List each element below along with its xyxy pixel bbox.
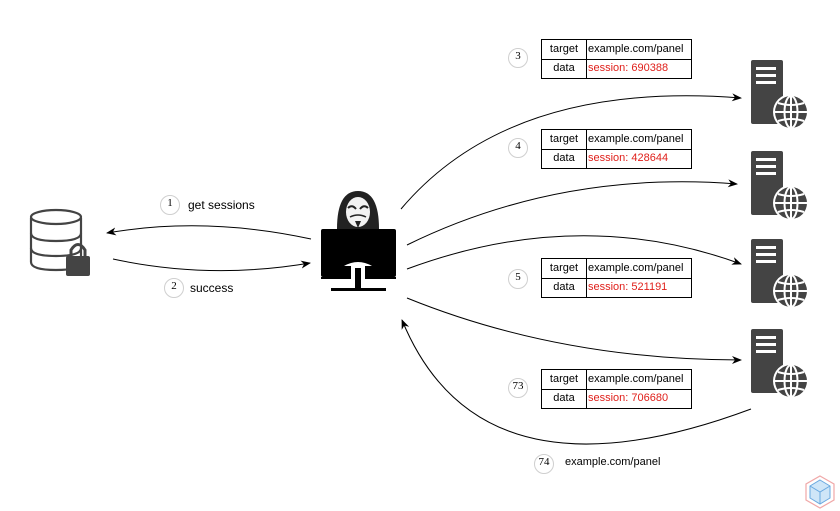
request-box: target example.com/panel data session: 6… (541, 39, 692, 79)
web-server-icon (751, 60, 810, 130)
arrow-get-sessions (106, 225, 312, 240)
arrow-request-73 (406, 297, 742, 364)
step-badge: 4 (508, 138, 528, 158)
step-badge: 5 (508, 269, 528, 289)
step-badge: 1 (160, 195, 180, 215)
arrow-success (112, 258, 311, 272)
request-box: target example.com/panel data session: 5… (541, 258, 692, 298)
target-key: target (542, 40, 587, 59)
step-label-response: example.com/panel (565, 456, 661, 468)
data-key: data (542, 59, 587, 78)
session-value: session: 428644 (588, 152, 669, 164)
session-value: session: 706680 (588, 392, 669, 404)
target-key: target (542, 259, 587, 278)
cube-logo-icon (805, 475, 835, 509)
target-value: example.com/panel (588, 373, 684, 385)
session-value: session: 690388 (588, 62, 669, 74)
step-badge: 3 (508, 48, 528, 68)
target-value: example.com/panel (588, 133, 684, 145)
hacker-computer-icon (321, 191, 396, 291)
step-label-success: success (190, 281, 234, 295)
arrow-request-4 (406, 179, 738, 246)
web-server-icon (751, 329, 810, 399)
step-label-get-sessions: get sessions (188, 198, 255, 212)
data-key: data (542, 389, 587, 408)
data-key: data (542, 149, 587, 168)
step-badge: 74 (534, 454, 554, 474)
target-key: target (542, 130, 587, 149)
step-badge: 2 (164, 278, 184, 298)
target-key: target (542, 370, 587, 389)
arrow-request-5 (406, 235, 742, 270)
arrow-response-74 (401, 319, 752, 445)
arrow-request-3 (400, 93, 742, 210)
step-badge: 73 (508, 378, 528, 398)
web-server-icon (751, 151, 810, 221)
session-value: session: 521191 (588, 281, 668, 293)
target-value: example.com/panel (588, 262, 684, 274)
web-server-icon (751, 239, 810, 309)
data-key: data (542, 278, 587, 297)
database-lock-icon (29, 208, 90, 276)
target-value: example.com/panel (588, 43, 684, 55)
request-box: target example.com/panel data session: 4… (541, 129, 692, 169)
request-box: target example.com/panel data session: 7… (541, 369, 692, 409)
